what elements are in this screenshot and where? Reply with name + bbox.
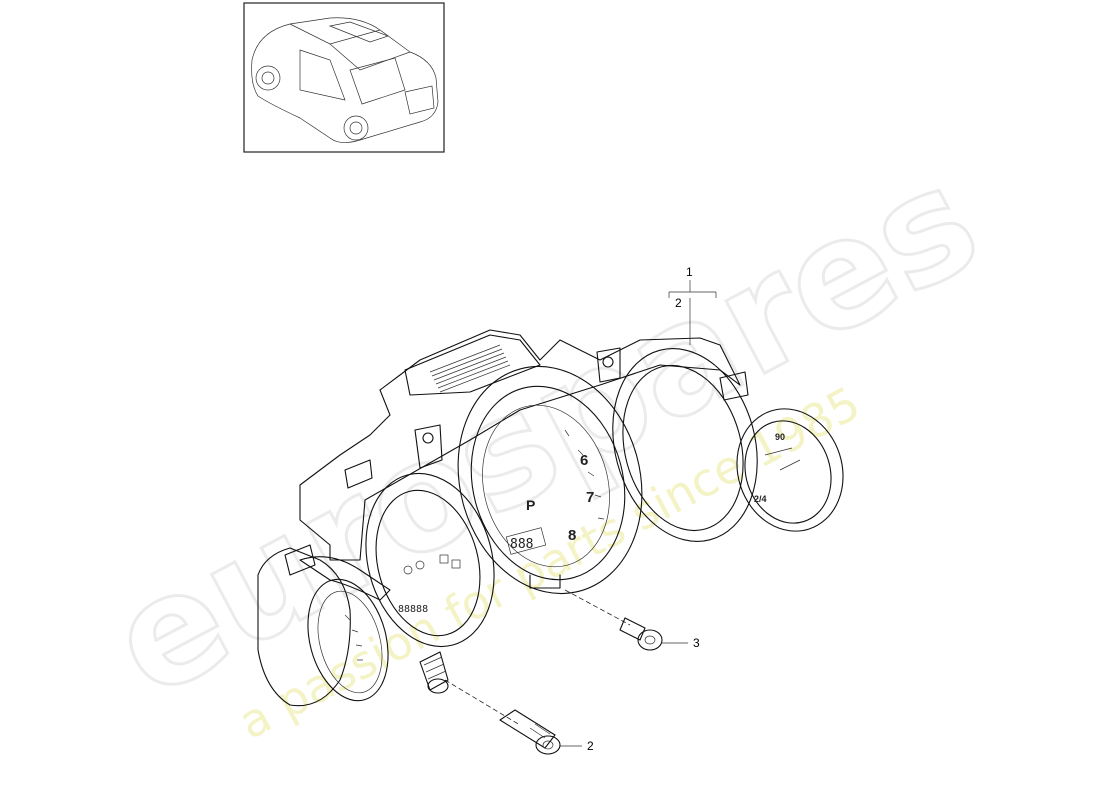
vehicle-thumbnail [243, 2, 445, 153]
gauge-right-bezel [612, 348, 758, 542]
mounting-tab [284, 347, 749, 576]
callout-2-bottom: 2 [560, 739, 594, 753]
callout-1: 1 [668, 265, 717, 298]
tachometer-scale [564, 429, 605, 520]
bolt-lower [419, 651, 561, 755]
instrument-cluster: 90 2/4 6 7 8 P 888 [257, 329, 844, 707]
callout-label-3: 3 [693, 636, 700, 650]
screw-center [564, 589, 663, 651]
tach-digit-8: 8 [568, 527, 576, 544]
tach-digit-7: 7 [586, 489, 594, 506]
gauge-left-scale [344, 614, 363, 661]
callout-2-top: 2 [675, 296, 691, 345]
callout-3: 3 [662, 636, 700, 650]
cluster-vent [429, 344, 511, 393]
connector [529, 574, 561, 589]
gear-indicator: P [526, 497, 535, 513]
housing-lip [299, 556, 391, 601]
tach-digit-6: 6 [580, 452, 588, 469]
gauge-right-side-value: 2/4 [754, 494, 767, 504]
odometer-display: 888 [510, 537, 533, 552]
speedometer-warning-icons [403, 554, 461, 575]
tachometer: 6 7 8 P 888 [457, 365, 643, 595]
speedometer: 88888 [365, 472, 495, 648]
callout-label-1: 1 [686, 265, 693, 279]
callout-label-2-top: 2 [675, 296, 682, 310]
watermark-brand: eurospares [85, 133, 1004, 732]
watermark: eurospares a passion for parts since 198… [84, 131, 1006, 749]
suv-illustration-icon [251, 17, 439, 143]
gauge-right-top-value: 90 [775, 432, 785, 442]
callout-label-2-bottom: 2 [587, 739, 594, 753]
trip-display: 88888 [398, 604, 428, 615]
